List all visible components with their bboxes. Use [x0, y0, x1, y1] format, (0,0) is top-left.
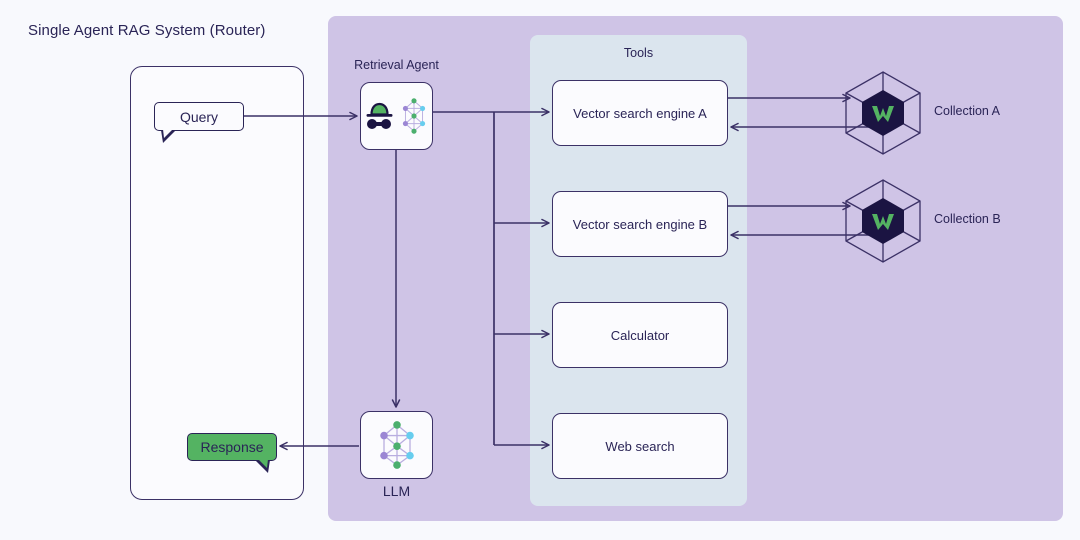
llm-node[interactable] — [360, 411, 433, 479]
tool-vector-search-engine-a[interactable]: Vector search engine A — [552, 80, 728, 146]
tool-label: Vector search engine A — [573, 105, 707, 121]
llm-label: LLM — [382, 483, 411, 499]
response-bubble[interactable]: Response — [187, 433, 277, 473]
tools-panel-label: Tools — [623, 46, 654, 60]
tool-calculator[interactable]: Calculator — [552, 302, 728, 368]
neural-network-icon — [402, 98, 426, 134]
tool-vector-search-engine-b[interactable]: Vector search engine B — [552, 191, 728, 257]
detective-hat-icon — [366, 102, 393, 129]
tool-label: Vector search engine B — [572, 216, 708, 232]
collection-b-label: Collection B — [934, 212, 1001, 226]
tool-label: Calculator — [610, 327, 670, 343]
neural-network-icon — [379, 421, 414, 469]
user-boundary-frame — [130, 66, 304, 500]
weaviate-hexagon-icon[interactable] — [844, 70, 922, 156]
tool-label: Web search — [605, 438, 675, 454]
response-label: Response — [200, 439, 264, 455]
query-bubble[interactable]: Query — [154, 102, 244, 143]
collection-a-label: Collection A — [934, 104, 1001, 118]
query-label: Query — [179, 108, 219, 125]
weaviate-hexagon-icon[interactable] — [844, 178, 922, 264]
page-title: Single Agent RAG System (Router) — [28, 22, 266, 39]
retrieval-agent-node[interactable] — [360, 82, 433, 150]
tool-web-search[interactable]: Web search — [552, 413, 728, 479]
retrieval-agent-label: Retrieval Agent — [354, 58, 439, 72]
